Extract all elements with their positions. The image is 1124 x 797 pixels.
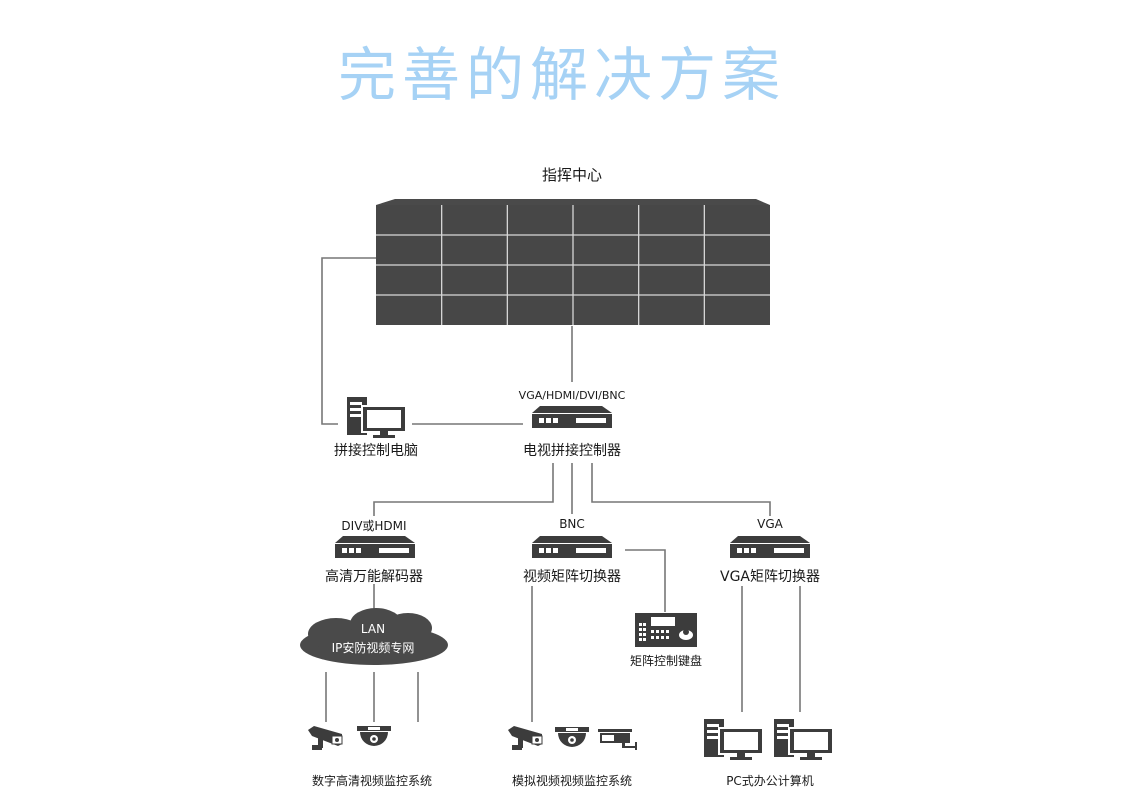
bullet-camera-icon (307, 725, 343, 751)
pc-office-label: PC式办公计算机 (726, 774, 814, 788)
office-pc-icon (774, 719, 834, 760)
network-cloud (300, 608, 448, 665)
vga-interface-label: VGA (757, 517, 783, 531)
vga-matrix-icon (730, 536, 810, 558)
decoder-label: 高清万能解码器 (325, 569, 423, 585)
matrix-interface-label: BNC (559, 517, 585, 531)
page-title: 完善的解决方案 (337, 41, 786, 109)
splice-pc-icon (347, 397, 407, 438)
dome-camera-icon (555, 727, 589, 747)
matrix-switcher-icon (532, 536, 612, 558)
video-wall (376, 199, 770, 325)
box-camera-icon (598, 729, 637, 750)
splice-controller-icon (532, 406, 612, 428)
splice-controller-label: 电视拼接控制器 (523, 443, 621, 459)
cloud-line1: LAN (360, 622, 386, 636)
office-pc-icon (704, 719, 764, 760)
decoder-interface-label: DIV或HDMI (341, 519, 407, 533)
cloud-line2: IP安防视频专网 (331, 641, 415, 655)
vga-matrix-label: VGA矩阵切换器 (719, 569, 821, 585)
controller-interface-label: VGA/HDMI/DVI/BNC (518, 389, 626, 402)
digital-system-label: 数字高清视频监控系统 (311, 774, 433, 788)
matrix-keyboard-label: 矩阵控制键盘 (629, 654, 703, 668)
command-center-label: 指挥中心 (541, 166, 603, 184)
splice-pc-label: 拼接控制电脑 (334, 443, 418, 459)
matrix-keyboard-icon (635, 613, 697, 647)
decoder-icon (335, 536, 415, 558)
dome-camera-icon (357, 726, 391, 746)
analog-system-label: 模拟视频视频监控系统 (511, 774, 633, 788)
matrix-switcher-label: 视频矩阵切换器 (523, 569, 621, 585)
connection-lines (321, 257, 801, 722)
bullet-camera-icon (507, 725, 543, 751)
